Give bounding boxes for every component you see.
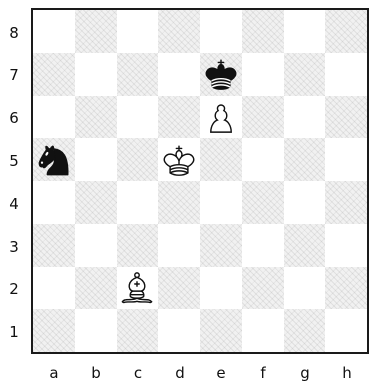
square-d6[interactable] bbox=[158, 96, 200, 139]
square-a3[interactable] bbox=[33, 224, 75, 267]
square-h6[interactable] bbox=[325, 96, 367, 139]
square-c7[interactable] bbox=[117, 53, 159, 96]
square-f5[interactable] bbox=[242, 138, 284, 181]
square-d8[interactable] bbox=[158, 10, 200, 53]
square-g4[interactable] bbox=[284, 181, 326, 224]
square-a2[interactable] bbox=[33, 267, 75, 310]
rank-label-1: 1 bbox=[6, 325, 22, 340]
square-a1[interactable] bbox=[33, 309, 75, 352]
square-d7[interactable] bbox=[158, 53, 200, 96]
rank-label-5: 5 bbox=[6, 154, 22, 169]
square-d1[interactable] bbox=[158, 309, 200, 352]
file-label-d: d bbox=[170, 366, 190, 381]
square-b5[interactable] bbox=[75, 138, 117, 181]
square-c1[interactable] bbox=[117, 309, 159, 352]
square-h7[interactable] bbox=[325, 53, 367, 96]
square-e8[interactable] bbox=[200, 10, 242, 53]
square-f2[interactable] bbox=[242, 267, 284, 310]
square-h8[interactable] bbox=[325, 10, 367, 53]
square-c8[interactable] bbox=[117, 10, 159, 53]
square-h5[interactable] bbox=[325, 138, 367, 181]
rank-label-6: 6 bbox=[6, 111, 22, 126]
square-h1[interactable] bbox=[325, 309, 367, 352]
square-a4[interactable] bbox=[33, 181, 75, 224]
square-e2[interactable] bbox=[200, 267, 242, 310]
square-f4[interactable] bbox=[242, 181, 284, 224]
white-pawn-icon[interactable] bbox=[200, 96, 242, 139]
file-label-g: g bbox=[295, 366, 315, 381]
square-g7[interactable] bbox=[284, 53, 326, 96]
square-c5[interactable] bbox=[117, 138, 159, 181]
rank-label-7: 7 bbox=[6, 68, 22, 83]
square-a7[interactable] bbox=[33, 53, 75, 96]
square-c6[interactable] bbox=[117, 96, 159, 139]
square-d4[interactable] bbox=[158, 181, 200, 224]
file-label-c: c bbox=[128, 366, 148, 381]
square-f6[interactable] bbox=[242, 96, 284, 139]
square-b3[interactable] bbox=[75, 224, 117, 267]
square-c3[interactable] bbox=[117, 224, 159, 267]
square-e1[interactable] bbox=[200, 309, 242, 352]
file-label-f: f bbox=[253, 366, 273, 381]
square-b4[interactable] bbox=[75, 181, 117, 224]
square-c4[interactable] bbox=[117, 181, 159, 224]
square-g1[interactable] bbox=[284, 309, 326, 352]
file-label-h: h bbox=[337, 366, 357, 381]
rank-label-3: 3 bbox=[6, 240, 22, 255]
square-a8[interactable] bbox=[33, 10, 75, 53]
square-f3[interactable] bbox=[242, 224, 284, 267]
square-h2[interactable] bbox=[325, 267, 367, 310]
square-b8[interactable] bbox=[75, 10, 117, 53]
black-knight-icon[interactable] bbox=[33, 138, 75, 181]
square-b2[interactable] bbox=[75, 267, 117, 310]
white-bishop-icon[interactable] bbox=[117, 267, 159, 310]
square-f1[interactable] bbox=[242, 309, 284, 352]
rank-label-4: 4 bbox=[6, 197, 22, 212]
square-g6[interactable] bbox=[284, 96, 326, 139]
square-d3[interactable] bbox=[158, 224, 200, 267]
square-b1[interactable] bbox=[75, 309, 117, 352]
square-d2[interactable] bbox=[158, 267, 200, 310]
file-label-e: e bbox=[211, 366, 231, 381]
chess-board bbox=[33, 10, 367, 352]
square-h4[interactable] bbox=[325, 181, 367, 224]
white-king-icon[interactable] bbox=[158, 138, 200, 181]
square-b6[interactable] bbox=[75, 96, 117, 139]
square-f7[interactable] bbox=[242, 53, 284, 96]
square-g5[interactable] bbox=[284, 138, 326, 181]
black-king-icon[interactable] bbox=[200, 53, 242, 96]
square-b7[interactable] bbox=[75, 53, 117, 96]
square-h3[interactable] bbox=[325, 224, 367, 267]
square-a6[interactable] bbox=[33, 96, 75, 139]
square-g3[interactable] bbox=[284, 224, 326, 267]
file-label-b: b bbox=[86, 366, 106, 381]
square-g2[interactable] bbox=[284, 267, 326, 310]
square-e3[interactable] bbox=[200, 224, 242, 267]
square-e4[interactable] bbox=[200, 181, 242, 224]
square-e5[interactable] bbox=[200, 138, 242, 181]
rank-label-2: 2 bbox=[6, 282, 22, 297]
square-f8[interactable] bbox=[242, 10, 284, 53]
square-g8[interactable] bbox=[284, 10, 326, 53]
file-label-a: a bbox=[44, 366, 64, 381]
rank-label-8: 8 bbox=[6, 26, 22, 41]
